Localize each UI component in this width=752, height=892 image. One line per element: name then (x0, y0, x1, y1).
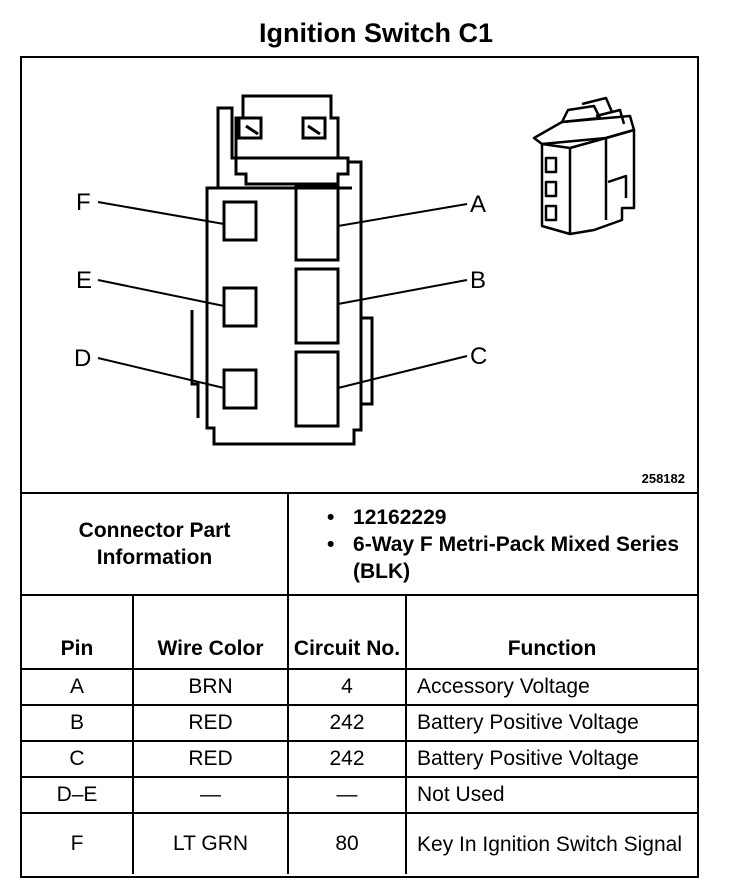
col-header-pin: Pin (22, 594, 134, 670)
cavity-a (294, 184, 340, 262)
cell-pin: D–E (22, 776, 134, 814)
cavity-e (222, 286, 258, 328)
cell-function: Battery Positive Voltage (405, 704, 698, 742)
cell-wire-color: RED (131, 704, 290, 742)
connector-description: 6-Way F Metri-Pack Mixed Series (BLK) (327, 531, 697, 585)
connector-info-label: Connector Part Information (22, 492, 290, 596)
col-header-wire-color: Wire Color (131, 594, 290, 670)
cell-pin: C (22, 740, 134, 778)
cell-function: Key In Ignition Switch Signal (405, 812, 698, 874)
latch-tab-right (301, 116, 327, 140)
diagram-frame: F E D A B C 258182 Connector Part Inform… (20, 56, 699, 878)
pin-label-f: F (76, 189, 91, 216)
cell-pin: F (22, 812, 134, 874)
table-row: F LT GRN 80 Key In Ignition Switch Signa… (22, 812, 698, 874)
cavity-f (222, 200, 258, 242)
cell-circuit: — (287, 776, 408, 814)
cavity-d (222, 368, 258, 410)
cell-function: Not Used (405, 776, 698, 814)
connector-part-number: 12162229 (327, 504, 697, 531)
connector-latch (234, 94, 340, 160)
cell-circuit: 4 (287, 668, 408, 706)
cell-wire-color: — (131, 776, 290, 814)
connector-drawing: F E D A B C (74, 94, 636, 446)
connector-isometric-view (532, 96, 636, 236)
pin-label-e: E (76, 267, 92, 294)
latch-tab-left (237, 116, 263, 140)
pin-label-d: D (74, 345, 91, 372)
cell-function: Battery Positive Voltage (405, 740, 698, 778)
cavity-b (294, 267, 340, 345)
cell-circuit: 242 (287, 740, 408, 778)
pin-label-c: C (470, 343, 487, 370)
connector-info-list: 12162229 6-Way F Metri-Pack Mixed Series… (287, 492, 698, 596)
cell-wire-color: LT GRN (131, 812, 290, 874)
cell-wire-color: RED (131, 740, 290, 778)
cavity-c (294, 350, 340, 428)
connector-body (205, 106, 363, 446)
table-row: A BRN 4 Accessory Voltage (22, 668, 698, 706)
table-row: D–E — — Not Used (22, 776, 698, 814)
cell-wire-color: BRN (131, 668, 290, 706)
pin-label-b: B (470, 267, 486, 294)
col-header-circuit: Circuit No. (287, 594, 408, 670)
cell-function: Accessory Voltage (405, 668, 698, 706)
table-row: B RED 242 Battery Positive Voltage (22, 704, 698, 742)
connector-table: Connector Part Information 12162229 6-Wa… (22, 492, 698, 874)
table-row: C RED 242 Battery Positive Voltage (22, 740, 698, 778)
cell-pin: B (22, 704, 134, 742)
cell-circuit: 80 (287, 812, 408, 874)
diagram-title: Ignition Switch C1 (259, 18, 493, 48)
col-header-function: Function (405, 594, 698, 670)
pin-label-a: A (470, 191, 486, 218)
figure-number: 258182 (641, 471, 685, 486)
cell-circuit: 242 (287, 704, 408, 742)
cell-pin: A (22, 668, 134, 706)
